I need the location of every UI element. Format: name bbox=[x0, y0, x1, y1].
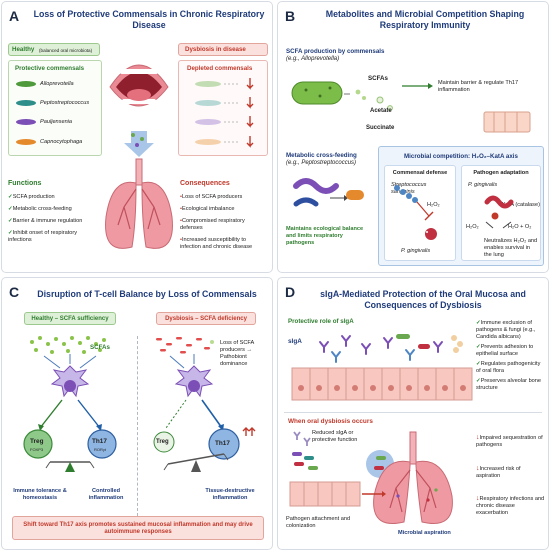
functions-title: Functions bbox=[8, 180, 42, 187]
panel-letter: A bbox=[9, 8, 20, 24]
function-item: SCFA production bbox=[8, 194, 55, 201]
pathogen-adaptation-box: Pathogen adaptation P. gingivalis KatA (… bbox=[461, 165, 541, 261]
function-item: Metabolic cross-feeding bbox=[8, 206, 72, 213]
controlled-label: Controlled inflammation bbox=[88, 488, 124, 501]
th17-label-dysbiosis: Th17 bbox=[215, 440, 230, 447]
panel-b: B Metabolites and Microbial Competition … bbox=[277, 1, 549, 273]
microbe-name: Alloprevotella bbox=[40, 81, 74, 87]
footer-banner: Shift toward Th17 axis promotes sustaine… bbox=[12, 516, 264, 540]
panel-title: Disruption of T-cell Balance by Loss of … bbox=[37, 289, 257, 299]
siga-benefit: Regulates pathogenicity of oral flora bbox=[476, 361, 546, 375]
tissue-label: Tissue-destructive inflammation bbox=[205, 488, 255, 501]
function-item: Barrier & immune regulation bbox=[8, 218, 83, 225]
divider bbox=[284, 412, 542, 413]
cross-feeding-illustration bbox=[293, 178, 364, 207]
commensal-bacteria-icons bbox=[16, 81, 36, 145]
loss-label: Loss of SCFA producers → Pathobiont domi… bbox=[220, 340, 254, 367]
dysbiosis-illustration bbox=[289, 431, 453, 524]
cross-feeding-label: Metabolic cross-feeding bbox=[286, 152, 357, 159]
consequence-item: Ecological imbalance bbox=[180, 206, 235, 213]
panel-d: D sIgA-Mediated Protection of the Oral M… bbox=[277, 277, 549, 550]
barrier-label: Maintain barrier & regulate Th17 inflamm… bbox=[438, 80, 519, 93]
panel-letter: B bbox=[285, 8, 296, 24]
scfa-illustration bbox=[291, 81, 531, 133]
siga-epithelium-illustration bbox=[291, 334, 473, 401]
siga-benefit: Prevents adhesion to epithelial surface bbox=[476, 344, 546, 358]
siga-benefit: Immune exclusion of pathogens & fungi (e… bbox=[476, 320, 546, 341]
panel-letter: D bbox=[285, 284, 296, 300]
attachment-label: Pathogen attachment and colonization bbox=[286, 516, 351, 529]
mouth-lung-illustration bbox=[105, 64, 173, 249]
th17-label: Th17 bbox=[92, 438, 107, 445]
dysbiosis-header: Dysbiosis – SCFA deficiency bbox=[156, 312, 256, 325]
cross-feeding-result: Maintains ecological balance and limits … bbox=[286, 226, 364, 246]
protective-role-label: Protective role of sIgA bbox=[288, 318, 354, 325]
risk-item: Respiratory infections and chronic disea… bbox=[476, 495, 546, 517]
depleted-bacteria-icons bbox=[195, 78, 254, 148]
commensal-defense-box: Commensal defense Streptococcus sanguini… bbox=[384, 165, 456, 261]
reduced-siga-label: Reduced sIgA or protective function bbox=[312, 430, 358, 443]
siga-label: sIgA bbox=[288, 338, 302, 345]
acetate-label: Acetate bbox=[370, 108, 392, 114]
scfas-label: SCFAs bbox=[368, 75, 388, 82]
panel-title: sIgA-Mediated Protection of the Oral Muc… bbox=[320, 289, 526, 310]
panel-title: Loss of Protective Commensals in Chronic… bbox=[33, 9, 265, 30]
panel-letter: C bbox=[9, 284, 20, 300]
tolerance-label: Immune tolerance & homeostasis bbox=[13, 488, 67, 501]
consequences-title: Consequences bbox=[180, 180, 230, 187]
panel-title: Metabolites and Microbial Competition Sh… bbox=[325, 9, 525, 30]
competition-box: Microbial competition: H₂O₂–KatA axis Co… bbox=[378, 146, 544, 266]
microbe-name: Capnocytophaga bbox=[40, 139, 83, 145]
treg-label-dysbiosis: Treg bbox=[156, 439, 169, 445]
scfa-production-label: SCFA production by commensals bbox=[286, 48, 385, 55]
divider bbox=[137, 336, 138, 516]
aspiration-label: Microbial aspiration bbox=[398, 530, 451, 536]
when-dysbiosis-label: When oral dysbiosis occurs bbox=[288, 418, 373, 425]
panel-a: A Loss of Protective Commensals in Chron… bbox=[1, 1, 273, 273]
scfas-label: SCFAs bbox=[90, 344, 110, 351]
healthy-header: Healthy – SCFA sufficiency bbox=[24, 312, 116, 325]
risk-item: Increased risk of aspiration bbox=[476, 465, 546, 480]
consequence-item: Increased susceptibility to infection an… bbox=[180, 237, 268, 251]
depleted-commensals-box: Depleted commensals bbox=[178, 60, 268, 156]
panel-c: C Disruption of T-cell Balance by Loss o… bbox=[1, 277, 273, 550]
healthy-header: Healthy (balanced oral microbiota) bbox=[8, 43, 100, 56]
function-item: Inhibit onset of respiratory infections bbox=[8, 230, 94, 244]
t-cell-illustration bbox=[23, 336, 256, 472]
consequence-item: Loss of SCFA producers bbox=[180, 194, 242, 201]
treg-label: Treg bbox=[30, 438, 44, 445]
dysbiosis-header: Dysbiosis in disease bbox=[178, 43, 268, 56]
microbe-name: Peptostreptococcus bbox=[40, 100, 90, 106]
succinate-label: Succinate bbox=[366, 125, 395, 131]
microbe-name: Pauljensenia bbox=[40, 119, 73, 125]
competition-icons bbox=[394, 185, 514, 240]
risk-item: Impaired sequestration of pathogens bbox=[476, 434, 546, 449]
siga-benefit: Preserves alveolar bone structure bbox=[476, 378, 546, 392]
consequence-item: Compromised respiratory defenses bbox=[180, 218, 268, 232]
